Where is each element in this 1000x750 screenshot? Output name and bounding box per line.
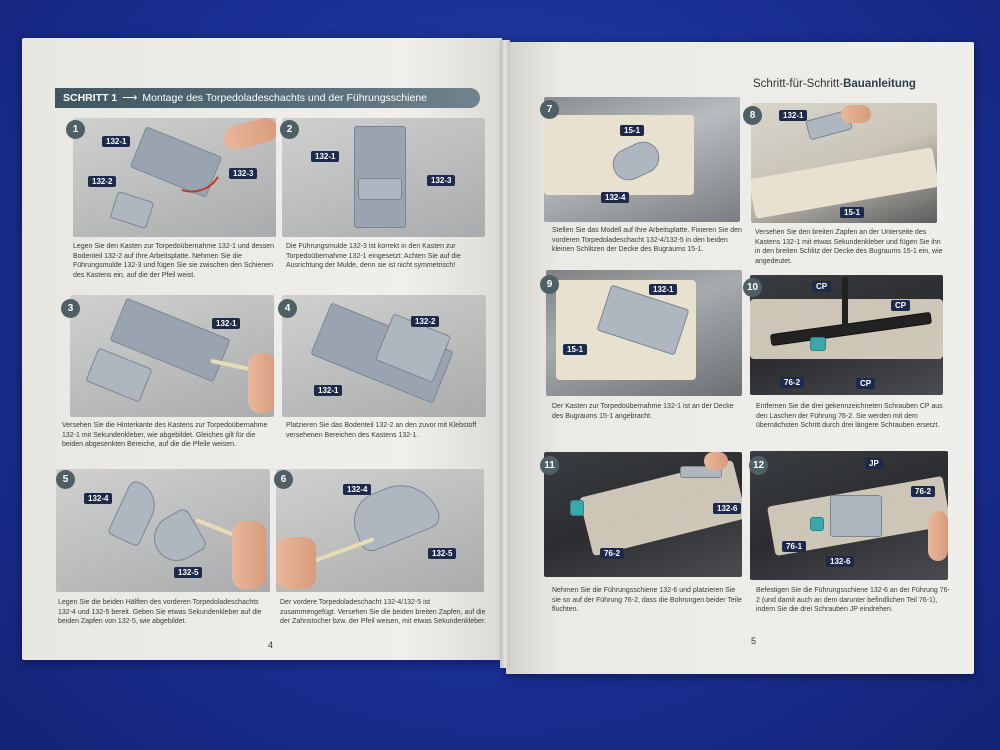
finger xyxy=(232,521,266,589)
step-number-badge: 8 xyxy=(743,106,762,125)
step-number-badge: 11 xyxy=(540,456,559,475)
step-number-badge: 5 xyxy=(56,470,75,489)
guide-rail-part xyxy=(830,495,882,537)
photo-panel-2 xyxy=(282,118,485,237)
finger xyxy=(276,537,316,589)
toothpick xyxy=(307,537,375,565)
page-number: 5 xyxy=(751,636,757,646)
step-caption: Stellen Sie das Modell auf Ihre Arbeitsp… xyxy=(552,227,742,253)
part-label: 15-1 xyxy=(563,344,588,355)
finger xyxy=(841,105,871,123)
part-label: 132-1 xyxy=(212,318,241,329)
connector xyxy=(810,517,824,531)
photo-panel-3 xyxy=(70,295,274,417)
screwdriver xyxy=(842,277,848,327)
book-spine xyxy=(500,40,510,668)
step-caption: Legen Sie den Kasten zur Torpedoübernahm… xyxy=(73,243,275,279)
step-caption: Befestigen Sie die Führungsschiene 132-6… xyxy=(756,587,950,613)
step-number-badge: 9 xyxy=(540,275,559,294)
guide-part xyxy=(358,178,402,200)
step-caption: Versehen Sie den breiten Zapfen an der U… xyxy=(755,229,943,265)
step-number-badge: 10 xyxy=(743,278,762,297)
part-label: 76-2 xyxy=(600,548,625,559)
step-caption: Der Kasten zur Torpedoübernahme 132-1 is… xyxy=(552,403,734,420)
part-label: CP xyxy=(891,300,911,311)
part-label: 76-2 xyxy=(780,377,805,388)
step-banner: SCHRITT 1 ⟶ Montage des Torpedoladeschacht… xyxy=(55,88,480,108)
finger xyxy=(220,118,276,153)
part-label: 132-5 xyxy=(428,548,457,559)
header-bold: Bauanleitung xyxy=(843,78,916,90)
step-caption: Entfernen Sie die drei gekennzeichneten … xyxy=(756,403,943,429)
box-part xyxy=(354,126,406,228)
part-label: 132-1 xyxy=(779,110,808,121)
bottom-part xyxy=(85,347,153,403)
photo-panel-9 xyxy=(546,270,742,396)
part-label: 132-1 xyxy=(649,284,678,295)
half-part xyxy=(145,506,209,570)
arrow-right-icon: ⟶ xyxy=(122,92,138,104)
step-number-badge: 4 xyxy=(278,299,297,318)
photo-panel-7 xyxy=(544,97,740,222)
connector xyxy=(570,500,584,516)
part-label: 132-2 xyxy=(88,176,117,187)
page-header: Schritt-für-Schritt-Bauanleitung xyxy=(753,78,916,90)
step-caption: Nehmen Sie die Führungsschiene 132-6 und… xyxy=(552,587,742,613)
photo-panel-6 xyxy=(276,469,484,592)
part-label: 15-1 xyxy=(840,207,865,218)
part-label: 76-1 xyxy=(782,541,807,552)
finger xyxy=(704,452,728,470)
header-prefix: Schritt-für-Schritt- xyxy=(753,78,844,90)
part-label: 132-6 xyxy=(826,556,855,567)
connector xyxy=(810,337,826,351)
part-label: 132-2 xyxy=(411,316,440,327)
part-label: 132-3 xyxy=(427,175,456,186)
photo-panel-10 xyxy=(750,275,943,395)
part-label: 132-1 xyxy=(314,385,343,396)
step-number-badge: 3 xyxy=(61,299,80,318)
step-caption: Der vordere Torpedoladeschacht 132-4/132… xyxy=(280,599,486,625)
part-label: 132-3 xyxy=(229,168,258,179)
bottom-part xyxy=(109,190,155,230)
part-label: 15-1 xyxy=(620,125,645,136)
part-label: CP xyxy=(812,281,832,292)
photo-panel-5 xyxy=(56,469,270,592)
step-title: Montage des Torpedoladeschachts und der … xyxy=(142,92,427,104)
step-number-badge: 2 xyxy=(280,120,299,139)
part-label: 132-6 xyxy=(713,503,742,514)
step-caption: Legen Sie die beiden Hälften des vordere… xyxy=(58,599,262,625)
part-label: CP xyxy=(856,378,876,389)
step-number: SCHRITT 1 xyxy=(63,92,118,104)
finger xyxy=(248,353,274,413)
photo-panel-11 xyxy=(544,452,742,577)
step-number-badge: 12 xyxy=(749,456,768,475)
step-caption: Platzieren Sie das Bodenteil 132-2 an de… xyxy=(286,422,477,439)
part-label: 132-1 xyxy=(102,136,131,147)
part-label: 132-1 xyxy=(311,151,340,162)
page-number: 4 xyxy=(268,640,274,650)
finger xyxy=(928,511,948,561)
part-label: 132-4 xyxy=(343,484,372,495)
step-number-badge: 6 xyxy=(274,470,293,489)
part-label: 132-5 xyxy=(174,567,203,578)
step-number-badge: 7 xyxy=(540,100,559,119)
part-label: 76-2 xyxy=(911,486,936,497)
step-number-badge: 1 xyxy=(66,120,85,139)
part-label: 132-4 xyxy=(601,192,630,203)
photo-panel-4 xyxy=(282,295,486,417)
photo-panel-8 xyxy=(751,103,937,223)
step-caption: Die Führungsmulde 132-3 ist korrekt in d… xyxy=(286,243,461,269)
part-label: 132-4 xyxy=(84,493,113,504)
step-caption: Versehen Sie die Hinterkante des Kastens… xyxy=(62,422,268,448)
part-label: JP xyxy=(865,458,883,469)
